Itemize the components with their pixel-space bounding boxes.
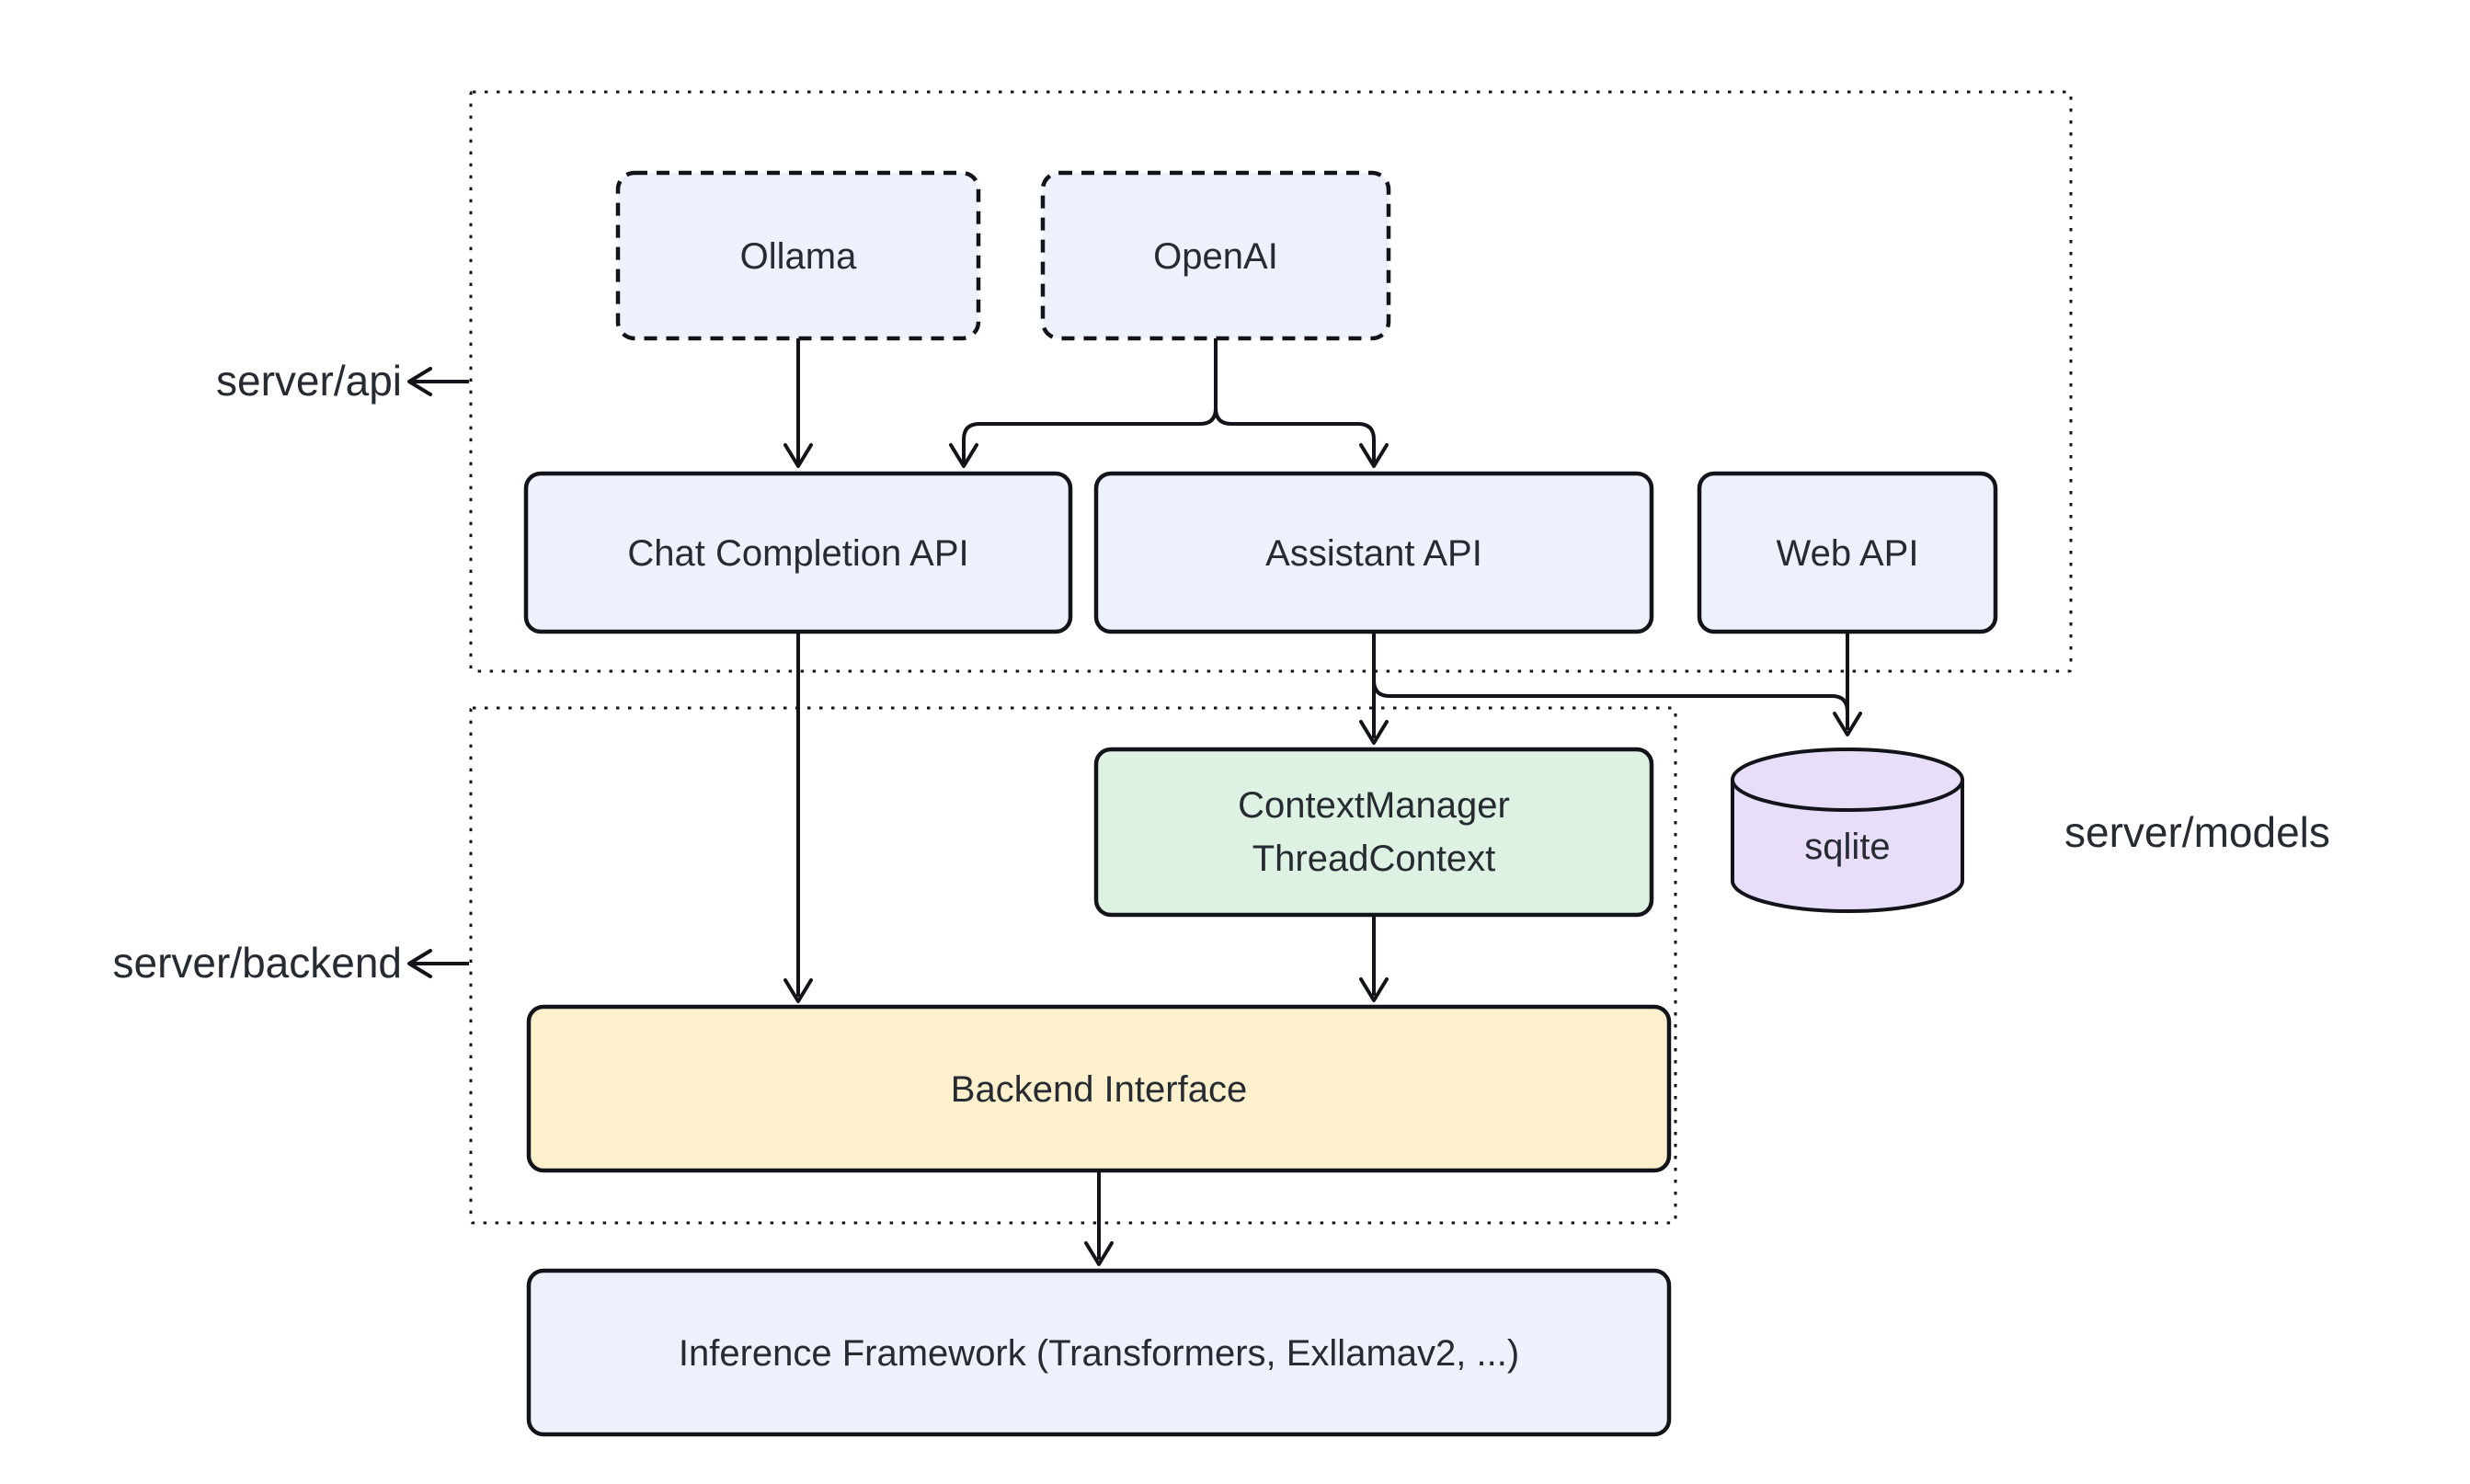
node-backend-interface-box (526, 1004, 1672, 1173)
edge-web-api-sqlite (1833, 632, 1862, 736)
container-server-backend (469, 706, 1677, 1225)
edge-context-manager-backend-interface (1359, 915, 1389, 1002)
node-context-manager-label-line2: ThreadContext (1252, 839, 1496, 879)
node-web-api-box (1697, 471, 1998, 634)
node-context-manager-label-line1: ContextManager (1238, 785, 1510, 826)
node-assistant-api-box (1093, 471, 1654, 634)
edge-openai-assistant-api (1214, 407, 1389, 468)
node-web-api: Web API (1697, 471, 1998, 634)
node-openai-label: OpenAI (1153, 236, 1278, 277)
node-inference-framework: Inference Framework (Transformers, Exlla… (526, 1268, 1672, 1437)
sqlite-cylinder-top (1731, 748, 1964, 812)
node-inference-framework-label: Inference Framework (Transformers, Exlla… (679, 1333, 1519, 1374)
node-context-manager-box (1093, 747, 1654, 918)
node-chat-completion-api: Chat Completion API (523, 471, 1073, 634)
container-server-backend-label: server/backend (113, 939, 403, 987)
node-sqlite-label: sqlite (1804, 827, 1890, 867)
node-ollama-box (615, 170, 981, 341)
edge-chat-api-backend-interface (783, 632, 813, 1003)
node-assistant-api: Assistant API (1093, 471, 1654, 634)
node-web-api-label: Web API (1777, 533, 1919, 574)
edge-openai-chat-api (949, 338, 1218, 468)
node-ollama: Ollama (615, 170, 981, 341)
container-server-api-label: server/api (216, 357, 402, 405)
node-chat-completion-api-label: Chat Completion API (627, 533, 968, 574)
node-openai: OpenAI (1040, 170, 1391, 341)
node-backend-interface-label: Backend Interface (951, 1069, 1247, 1110)
server-backend-pointer-arrow (407, 949, 469, 978)
node-sqlite: sqlite (1731, 748, 1964, 913)
node-assistant-api-label: Assistant API (1265, 533, 1482, 574)
node-inference-framework-box (526, 1268, 1672, 1437)
label-server-models: server/models (2064, 808, 2330, 856)
edge-backend-interface-inference-framework (1084, 1170, 1114, 1266)
server-api-pointer-arrow (407, 367, 469, 396)
edge-ollama-chat-api (783, 338, 813, 468)
node-backend-interface: Backend Interface (526, 1004, 1672, 1173)
node-chat-completion-api-box (523, 471, 1073, 634)
edge-assistant-api-sqlite (1372, 679, 1849, 730)
node-context-manager: ContextManager ThreadContext (1093, 747, 1654, 918)
sqlite-cylinder-body (1731, 780, 1964, 913)
node-openai-box (1040, 170, 1391, 341)
node-ollama-label: Ollama (740, 236, 857, 277)
